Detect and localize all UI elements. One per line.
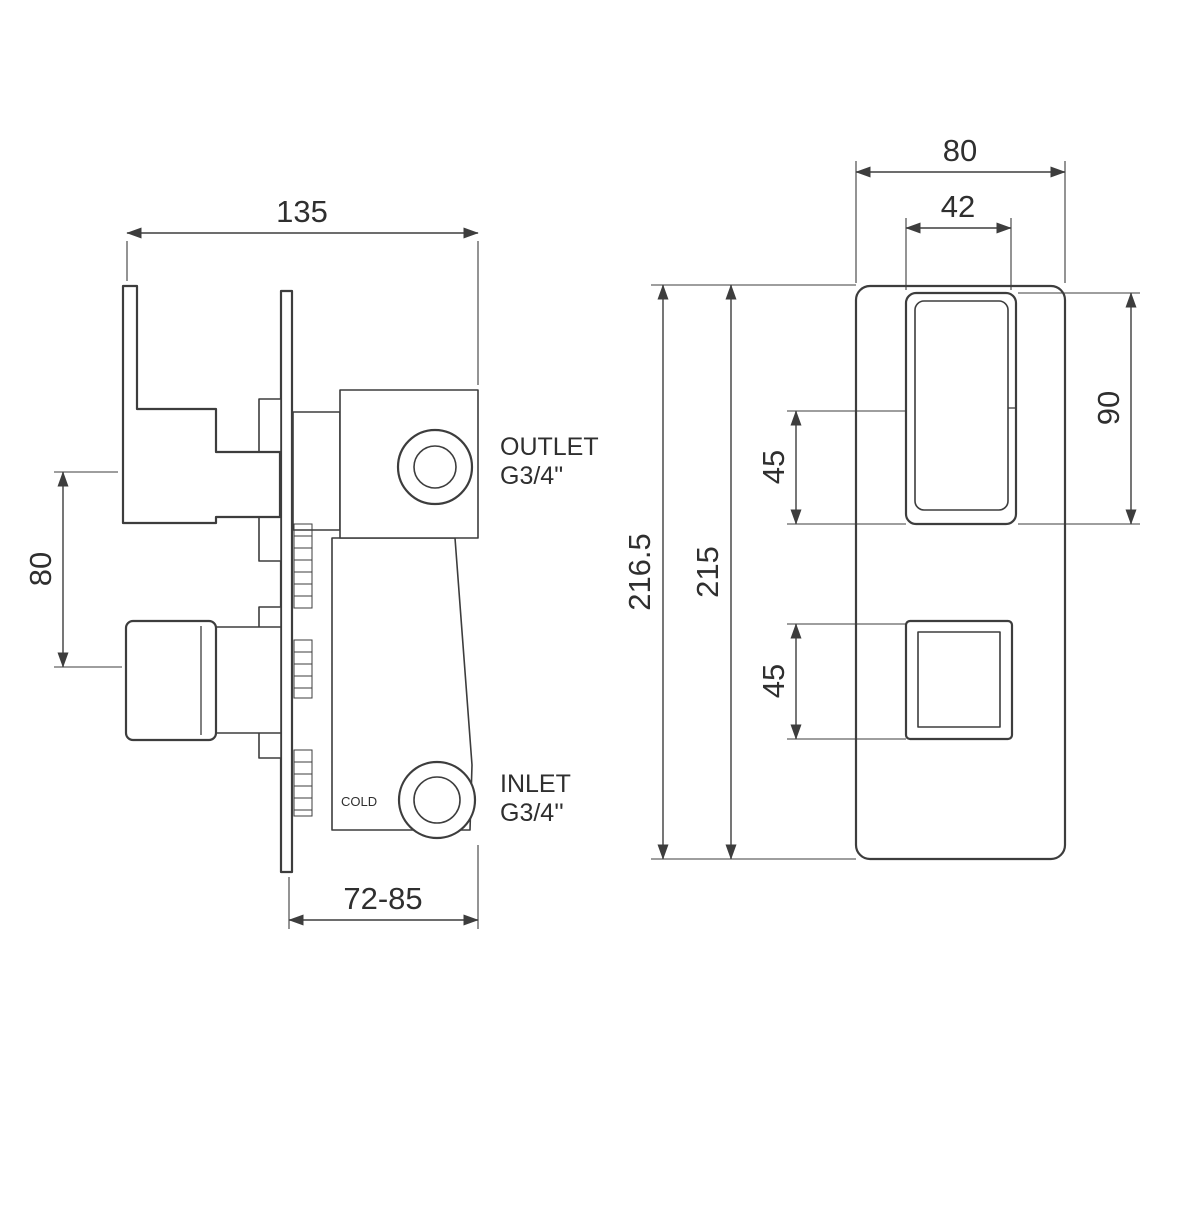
lever-handle-front <box>904 291 1018 526</box>
dim-45-bottom-label: 45 <box>756 664 791 698</box>
dim-90-label: 90 <box>1091 391 1126 425</box>
ribbed-connector-top <box>293 523 313 609</box>
outlet-thread-label: G3/4" <box>500 462 563 490</box>
knob-stem <box>215 626 282 734</box>
dim-72-85-label: 72-85 <box>343 881 422 916</box>
dim-80-top-label: 80 <box>943 133 977 168</box>
dim-135-label: 135 <box>276 194 328 229</box>
dim-216-5: 216.5 <box>622 284 669 860</box>
outlet-label: OUTLET <box>500 433 599 461</box>
wall-plate-side <box>279 289 294 874</box>
dim-72-85: 72-85 <box>288 845 479 929</box>
inlet-thread-label: G3/4'' <box>500 799 564 827</box>
side-view: COLD 135 80 <box>23 194 599 929</box>
dim-215: 215 <box>690 284 737 860</box>
dim-42: 42 <box>905 189 1012 290</box>
dim-216-5-label: 216.5 <box>622 533 657 611</box>
outlet-port-inner <box>413 445 457 489</box>
temperature-knob-front <box>904 619 1014 741</box>
ribbed-connector-middle <box>293 639 313 699</box>
front-view: 80 42 216.5 215 45 <box>622 133 1140 861</box>
ribbed-connector-bottom <box>293 749 313 817</box>
inlet-label: INLET <box>500 770 571 798</box>
outlet-label-group: OUTLET G3/4" <box>500 433 599 490</box>
cartridge-neck <box>292 411 341 531</box>
inlet-port-inner <box>413 776 461 824</box>
dim-45-top: 45 <box>756 410 906 525</box>
dim-90: 90 <box>1018 292 1140 525</box>
dim-80-top: 80 <box>855 133 1066 283</box>
lever-handle-side <box>121 284 282 525</box>
inlet-label-group: INLET G3/4'' <box>500 770 571 827</box>
dim-80-left: 80 <box>23 471 122 668</box>
dim-45-bottom: 45 <box>756 623 906 740</box>
temperature-knob-side <box>124 619 218 742</box>
cold-port-label: COLD <box>341 794 377 809</box>
dim-42-label: 42 <box>941 189 975 224</box>
valve-body: COLD <box>292 389 479 840</box>
dim-45-top-label: 45 <box>756 450 791 484</box>
dim-215-label: 215 <box>690 546 725 598</box>
dim-135: 135 <box>126 194 479 385</box>
dim-80-left-label: 80 <box>23 552 58 586</box>
